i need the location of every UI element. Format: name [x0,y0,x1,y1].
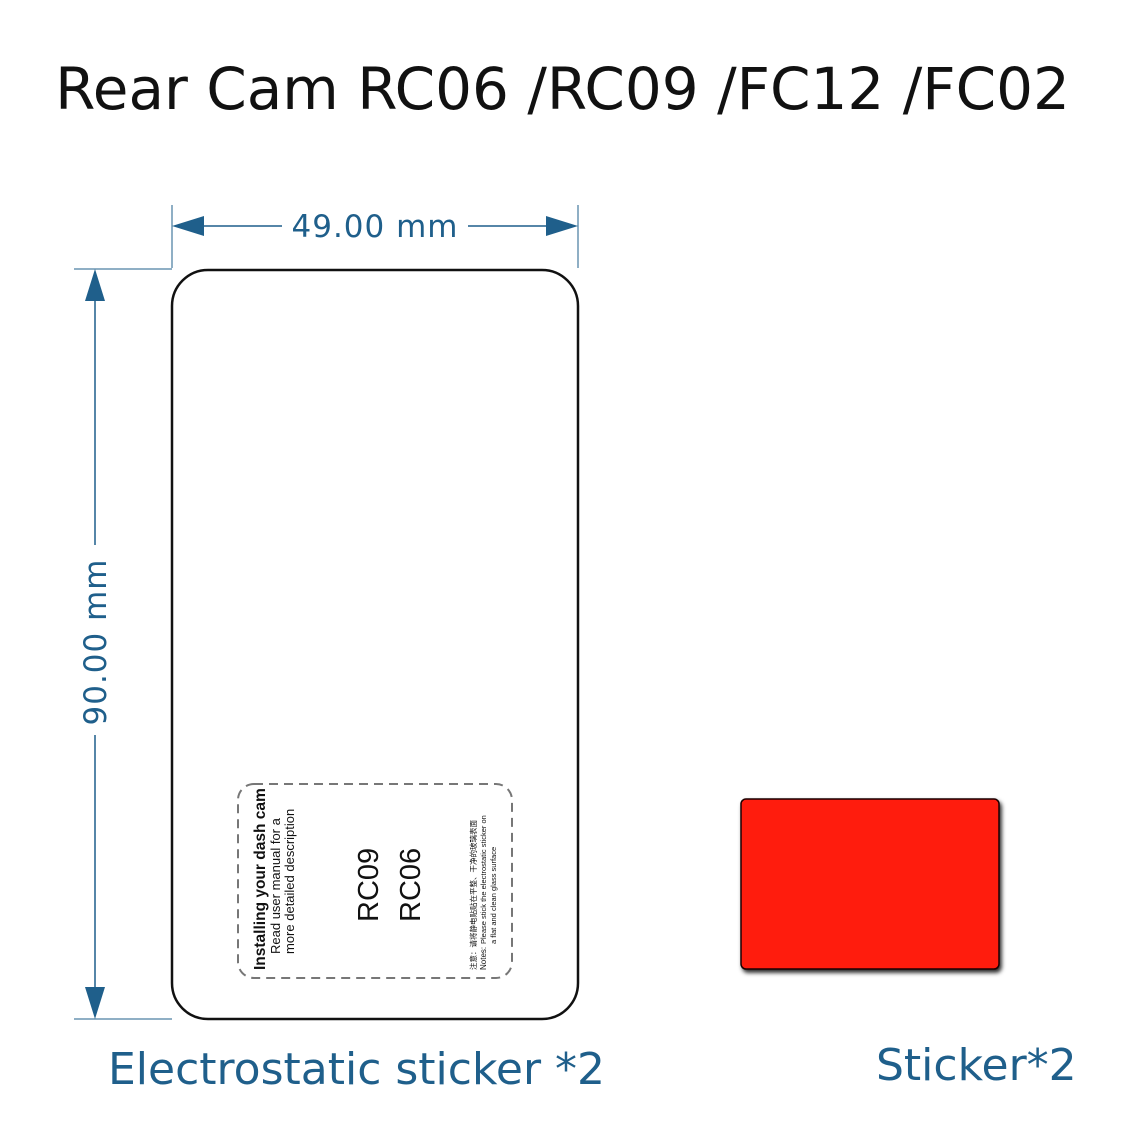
sticker-label-frame [237,783,513,979]
electrostatic-sticker-caption: Electrostatic sticker *2 [108,1044,606,1095]
width-arrow-right [546,216,578,236]
width-arrow-left [172,216,204,236]
label-line-2: more detailed description [282,809,297,954]
electrostatic-sticker [170,268,580,1021]
label-line-1: Read user manual for a [268,817,283,954]
height-dimension-label: 90.00 mm [78,559,114,726]
label-heading: Installing your dash cam [252,788,269,970]
label-notes-title: Notes: [479,947,488,970]
label-notes-en-2: a flat and clean glass surface [489,847,498,944]
width-dimension-label: 49.00 mm [292,209,459,245]
label-model-1: RC09 [353,848,385,922]
sticker-label-content: Installing your dash cam Read user manua… [252,788,498,970]
height-arrow-top [85,269,105,301]
height-arrow-bottom [85,987,105,1019]
page-title: Rear Cam RC06 /RC09 /FC12 /FC02 [55,55,1070,123]
label-notes-cn: 注意：请将静电贴贴在平整、干净的玻璃表面 [468,820,478,970]
label-notes-en-1: Please stick the electrostatic sticker o… [479,815,488,944]
red-sticker [740,798,1000,970]
sticker-caption: Sticker*2 [876,1040,1077,1091]
label-model-2: RC06 [395,848,427,922]
